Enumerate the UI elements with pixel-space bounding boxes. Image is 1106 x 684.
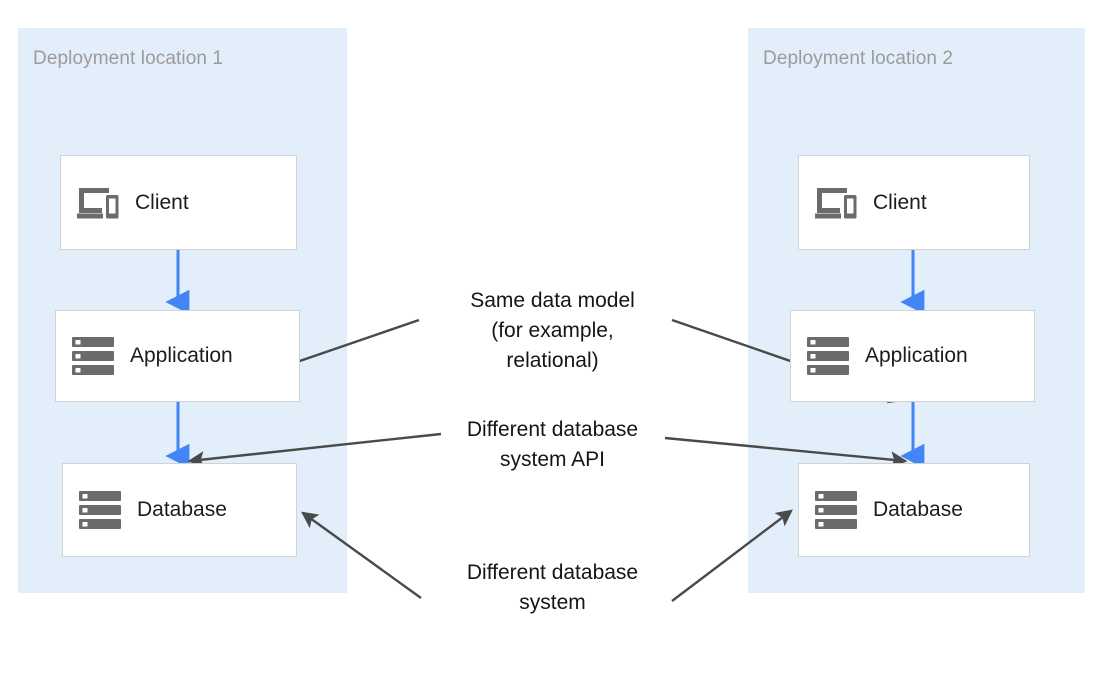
server-icon — [63, 491, 137, 529]
node-database-2[interactable]: Database — [798, 463, 1030, 557]
node-client-1[interactable]: Client — [60, 155, 297, 250]
node-database-1-label: Database — [137, 498, 227, 521]
server-icon — [799, 491, 873, 529]
node-application-1-label: Application — [130, 344, 233, 367]
node-database-1[interactable]: Database — [62, 463, 297, 557]
annotation-different-database-system-api: Different database system API — [466, 418, 639, 471]
node-client-2-label: Client — [873, 190, 927, 214]
node-application-2[interactable]: Application — [790, 310, 1035, 402]
annotation-different-database-system: Different database system — [466, 561, 639, 614]
server-icon — [791, 337, 865, 375]
server-icon — [56, 337, 130, 375]
deployment-location-2-title: Deployment location 2 — [763, 48, 954, 69]
devices-icon — [799, 186, 873, 220]
node-client-1-label: Client — [135, 190, 189, 214]
node-database-2-label: Database — [873, 498, 963, 521]
node-client-2[interactable]: Client — [798, 155, 1030, 250]
node-application-1[interactable]: Application — [55, 310, 300, 402]
deployment-location-1-title: Deployment location 1 — [33, 48, 224, 69]
devices-icon — [61, 186, 135, 220]
annotation-same-data-model: Same data model (for example, relational… — [470, 289, 635, 372]
node-application-2-label: Application — [865, 344, 968, 367]
